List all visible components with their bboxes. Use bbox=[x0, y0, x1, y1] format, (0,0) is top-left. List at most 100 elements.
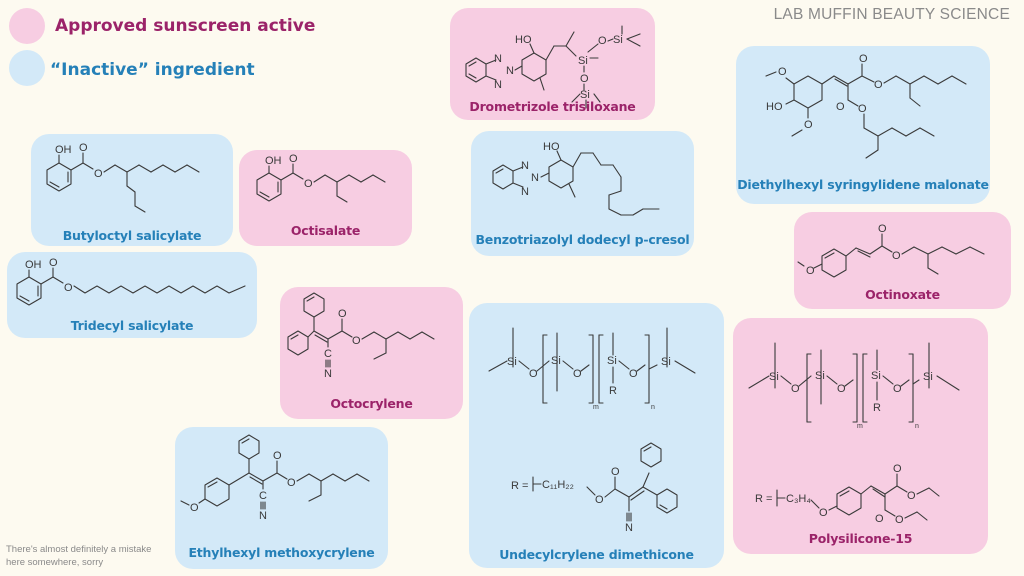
svg-text:HO: HO bbox=[515, 34, 532, 46]
legend-active-label: Approved sunscreen active bbox=[55, 16, 316, 36]
svg-text:N: N bbox=[521, 160, 529, 172]
svg-text:C: C bbox=[259, 490, 267, 502]
svg-text:N: N bbox=[531, 172, 539, 184]
svg-text:O: O bbox=[858, 103, 867, 115]
molecule-card-butyloctyl-salicylate: OH O O Butyloctyl salicylate bbox=[31, 134, 233, 246]
svg-text:Si: Si bbox=[551, 355, 561, 367]
svg-text:O: O bbox=[64, 282, 73, 294]
molecule-name: Octinoxate bbox=[865, 287, 940, 302]
svg-text:O: O bbox=[893, 383, 902, 395]
molecule-name: Drometrizole trisiloxane bbox=[469, 99, 636, 114]
molecule-name: Diethylhexyl syringylidene malonate bbox=[737, 177, 989, 192]
svg-text:O: O bbox=[629, 368, 638, 380]
molecule-name: Octocrylene bbox=[330, 396, 413, 411]
svg-text:Si: Si bbox=[815, 370, 825, 382]
svg-text:O: O bbox=[893, 463, 902, 475]
molecule-name: Polysilicone-15 bbox=[808, 531, 913, 546]
svg-text:O: O bbox=[49, 257, 58, 269]
molecule-name: Ethylhexyl methoxycrylene bbox=[188, 545, 375, 560]
svg-text:O: O bbox=[895, 514, 904, 526]
svg-text:O: O bbox=[874, 79, 883, 91]
svg-text:O: O bbox=[611, 466, 620, 478]
svg-text:Si: Si bbox=[507, 356, 517, 368]
svg-text:Si: Si bbox=[769, 371, 779, 383]
svg-text:Si: Si bbox=[578, 55, 588, 67]
svg-text:O: O bbox=[806, 265, 815, 277]
svg-text:OH: OH bbox=[55, 144, 72, 156]
molecule-card-tridecyl-salicylate: OH O O Tridecyl salicylate bbox=[7, 252, 257, 338]
svg-text:N: N bbox=[494, 79, 502, 91]
molecule-card-undecylcrylene-dimethicone: Si O Si O m Si R O n Si R = C₁₁H₂₂ O O N… bbox=[469, 303, 724, 568]
svg-text:C₁₁H₂₂: C₁₁H₂₂ bbox=[542, 479, 574, 491]
svg-text:O: O bbox=[573, 368, 582, 380]
svg-text:O: O bbox=[837, 383, 846, 395]
svg-text:Si: Si bbox=[661, 356, 671, 368]
molecule-card-octinoxate: O O O Octinoxate bbox=[794, 212, 1011, 309]
svg-text:O: O bbox=[791, 383, 800, 395]
svg-text:O: O bbox=[289, 153, 298, 165]
svg-text:m: m bbox=[857, 423, 863, 430]
molecule-name: Tridecyl salicylate bbox=[70, 318, 194, 333]
svg-text:Si: Si bbox=[613, 34, 623, 46]
svg-text:N: N bbox=[259, 510, 267, 522]
structure-butyloctyl: OH O O bbox=[46, 142, 200, 213]
svg-text:O: O bbox=[907, 490, 916, 502]
molecule-card-ethylhexyl-methoxycrylene: O O O C N Ethylhexyl methoxycrylene bbox=[175, 427, 388, 569]
svg-text:O: O bbox=[287, 477, 296, 489]
footnote-disclaimer: There's almost definitely a mistake here… bbox=[6, 544, 152, 568]
svg-text:O: O bbox=[859, 53, 868, 65]
svg-text:R: R bbox=[609, 385, 617, 397]
structure-tridecyl: OH O O bbox=[16, 257, 246, 306]
molecule-name: Undecylcrylene dimethicone bbox=[499, 547, 694, 562]
molecule-card-diethylhexyl-syringylidene-malonate: O HO O O O O O Diethylhexyl syringyliden… bbox=[736, 46, 990, 204]
svg-text:R =: R = bbox=[755, 493, 772, 505]
brand-title: LAB MUFFIN BEAUTY SCIENCE bbox=[773, 6, 1010, 23]
svg-text:O: O bbox=[352, 335, 361, 347]
svg-text:N: N bbox=[506, 65, 514, 77]
svg-text:O: O bbox=[819, 507, 828, 519]
svg-text:N: N bbox=[521, 186, 529, 198]
svg-text:N: N bbox=[324, 368, 332, 380]
svg-text:O: O bbox=[304, 178, 313, 190]
svg-text:R: R bbox=[873, 402, 881, 414]
svg-text:O: O bbox=[878, 223, 887, 235]
svg-text:n: n bbox=[915, 423, 919, 430]
structure-octinoxate: O O O bbox=[797, 223, 985, 278]
legend-inactive-label: “Inactive” ingredient bbox=[50, 60, 255, 80]
molecule-name: Butyloctyl salicylate bbox=[62, 228, 202, 243]
structure-drometrizole: NN N HO Si O Si O Si bbox=[465, 25, 641, 109]
svg-text:O: O bbox=[94, 168, 103, 180]
svg-text:O: O bbox=[190, 502, 199, 514]
svg-text:OH: OH bbox=[25, 259, 42, 271]
svg-text:O: O bbox=[598, 35, 607, 47]
svg-text:Si: Si bbox=[607, 355, 617, 367]
svg-text:O: O bbox=[595, 494, 604, 506]
svg-text:HO: HO bbox=[543, 141, 560, 153]
structure-polysilicone: Si O Si O m Si R O n Si R = C₃H₄ O O O O… bbox=[748, 342, 960, 526]
structure-undecylcrylene: Si O Si O m Si R O n Si R = C₁₁H₂₂ O O N bbox=[488, 327, 696, 534]
legend-active-swatch bbox=[9, 8, 45, 44]
svg-text:O: O bbox=[338, 308, 347, 320]
svg-text:O: O bbox=[778, 66, 787, 78]
structure-ethylhexyl: O O O C N bbox=[180, 434, 370, 522]
svg-text:OH: OH bbox=[265, 155, 282, 167]
molecule-name: Octisalate bbox=[290, 223, 361, 238]
svg-text:C: C bbox=[324, 348, 332, 360]
svg-text:O: O bbox=[836, 101, 845, 113]
svg-text:O: O bbox=[79, 142, 88, 154]
structure-benzotriazolyl: NN N HO bbox=[492, 141, 660, 216]
svg-text:m: m bbox=[593, 404, 599, 411]
molecule-name: Benzotriazolyl dodecyl p-cresol bbox=[475, 232, 690, 247]
svg-text:Si: Si bbox=[871, 370, 881, 382]
svg-text:O: O bbox=[892, 250, 901, 262]
structure-octocrylene: O O C N bbox=[287, 292, 435, 380]
svg-text:O: O bbox=[875, 513, 884, 525]
svg-text:Si: Si bbox=[580, 89, 590, 101]
svg-text:R =: R = bbox=[511, 480, 528, 492]
structure-diethylhexyl: O HO O O O O O bbox=[765, 53, 967, 159]
svg-text:N: N bbox=[625, 522, 633, 534]
molecule-card-octocrylene: O O C N Octocrylene bbox=[280, 287, 463, 419]
svg-text:n: n bbox=[651, 404, 655, 411]
